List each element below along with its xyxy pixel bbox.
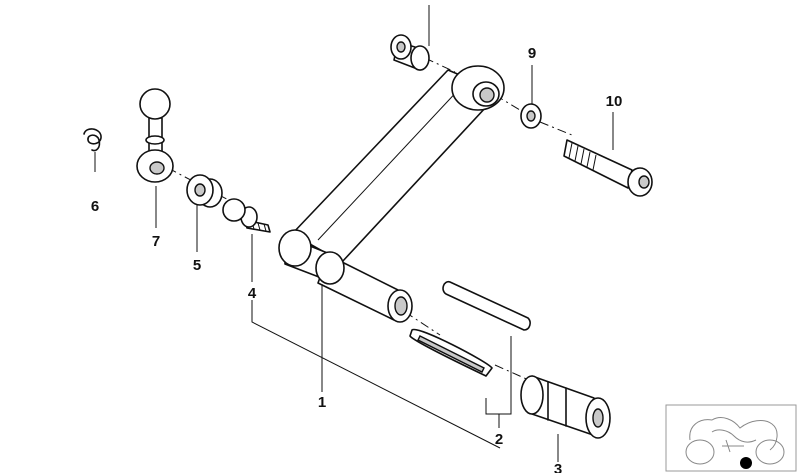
foot-peg-rubber-part [520, 375, 611, 439]
rubber-sleeve-part [409, 280, 531, 377]
callout-2: 2 [495, 431, 503, 448]
spring-clip-part [83, 128, 102, 152]
callout-10: 10 [606, 93, 623, 110]
callout-4: 4 [248, 285, 257, 302]
locator-thumbnail [665, 404, 797, 472]
washer-part [520, 103, 542, 129]
bolt-part [563, 139, 653, 197]
bushing-part [186, 174, 223, 208]
callout-7: 7 [152, 233, 160, 250]
callout-1: 1 [318, 394, 326, 411]
callout-6: 6 [91, 198, 99, 215]
pivot-bushing-part [390, 34, 430, 71]
ball-stud-part [222, 198, 271, 233]
leader-lines [94, 5, 614, 462]
location-marker-icon [740, 457, 752, 469]
shift-lever-part [278, 65, 505, 323]
callout-3: 3 [554, 461, 562, 473]
callout-5: 5 [193, 257, 201, 274]
callout-labels: 1 2 3 4 5 6 7 9 10 [91, 45, 623, 473]
callout-9: 9 [528, 45, 536, 62]
ball-joint-part [136, 88, 174, 183]
motorcycle-icon [685, 417, 785, 465]
